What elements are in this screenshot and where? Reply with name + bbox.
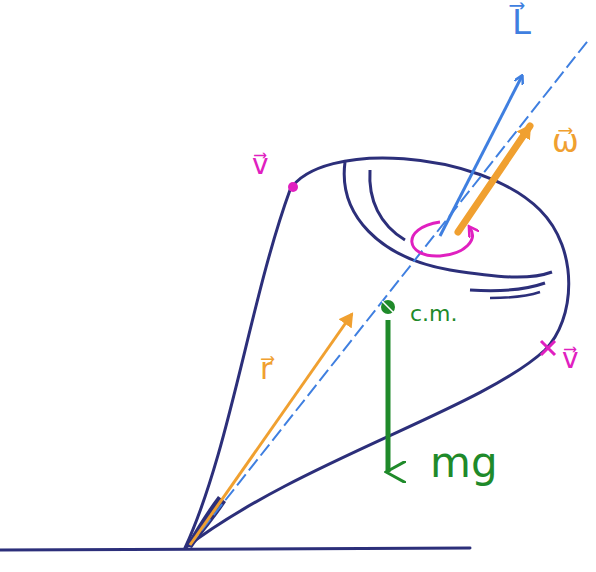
angular-velocity-label: ω⃗ <box>552 124 579 159</box>
position-vector-label: r⃗ <box>260 352 272 385</box>
velocity-label: v⃗ <box>252 150 269 181</box>
velocity-label: v⃗ <box>562 344 579 375</box>
weight-label: mg <box>430 440 498 486</box>
center-of-mass-label: c.m. <box>410 302 458 326</box>
angular-momentum-label: L⃗ <box>512 4 531 41</box>
